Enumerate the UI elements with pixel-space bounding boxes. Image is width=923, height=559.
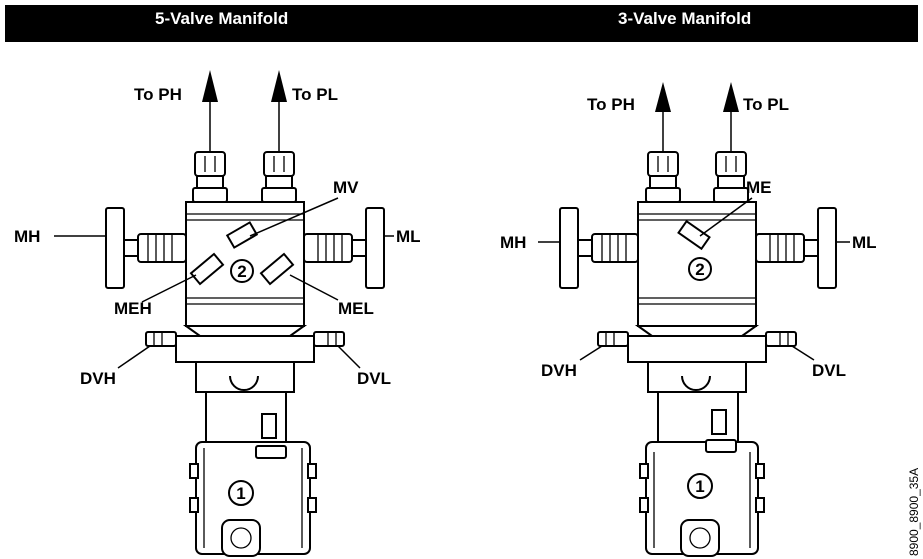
conduit-port <box>221 519 261 557</box>
valve-me <box>677 219 711 251</box>
label-dvl: DVL <box>357 369 391 388</box>
drain-valve-dvh <box>145 331 177 347</box>
callout-transmitter-circle-3v <box>687 473 713 499</box>
label-to-ph-3v: To PH <box>587 95 635 114</box>
arrow-to-pl <box>271 70 287 152</box>
callout-manifold-circle-3v <box>688 257 712 281</box>
housing-lug <box>255 445 287 459</box>
label-mv: MV <box>333 178 359 197</box>
five-valve-assembly: To PH To PL <box>14 70 421 557</box>
callout-transmitter: 1 <box>236 484 245 503</box>
drain-valve-dvl <box>313 331 345 347</box>
label-ml: ML <box>396 227 421 246</box>
label-ml-3v: ML <box>852 233 877 252</box>
valve-ml-3v <box>755 207 837 289</box>
figure-number: 8900_8900_35A <box>907 468 921 556</box>
title-5-valve: 5-Valve Manifold <box>155 9 289 28</box>
arrow-to-pl-3v <box>723 82 739 152</box>
callout-manifold-3v: 2 <box>695 260 704 279</box>
title-3-valve: 3-Valve Manifold <box>618 9 752 28</box>
flange-bolt-3v <box>681 375 711 391</box>
arrow-to-ph <box>202 70 218 152</box>
drain-valve-dvl-3v <box>765 331 797 347</box>
valve-mel <box>259 252 295 286</box>
arrow-to-ph-3v <box>655 82 671 152</box>
neck-tab-3v <box>711 409 727 435</box>
fitting-right <box>261 151 297 203</box>
label-to-pl-3v: To PL <box>743 95 789 114</box>
valve-meh <box>189 252 225 286</box>
callout-transmitter-3v: 1 <box>695 477 704 496</box>
fitting-left-3v <box>645 151 681 203</box>
adapter-wedge <box>182 325 308 337</box>
fitting-right-3v <box>713 151 749 203</box>
valve-mh-3v <box>559 207 639 289</box>
label-mh-3v: MH <box>500 233 526 252</box>
drain-valve-dvh-3v <box>597 331 629 347</box>
conduit-port-3v <box>680 519 720 557</box>
callout-manifold: 2 <box>237 262 246 281</box>
header-bar: 5-Valve Manifold 3-Valve Manifold <box>5 5 918 42</box>
adapter-wedge-3v <box>634 325 760 337</box>
fitting-left <box>192 151 228 203</box>
three-valve-assembly: To PH To PL <box>500 82 877 557</box>
valve-ml <box>303 207 385 289</box>
flange <box>175 335 315 363</box>
neck-tab <box>261 413 277 439</box>
flange-3v <box>627 335 767 363</box>
label-mh: MH <box>14 227 40 246</box>
label-to-pl: To PL <box>292 85 338 104</box>
callout-transmitter-circle <box>228 480 254 506</box>
label-mel: MEL <box>338 299 374 318</box>
valve-mv <box>225 221 259 249</box>
label-to-ph: To PH <box>134 85 182 104</box>
callout-manifold-circle <box>230 259 254 283</box>
label-dvl-3v: DVL <box>812 361 846 380</box>
flange-bolt <box>229 375 259 391</box>
label-dvh: DVH <box>80 369 116 388</box>
valve-mh <box>105 207 187 289</box>
label-me: ME <box>746 178 772 197</box>
label-dvh-3v: DVH <box>541 361 577 380</box>
housing-lug-3v <box>705 439 737 453</box>
label-meh: MEH <box>114 299 152 318</box>
